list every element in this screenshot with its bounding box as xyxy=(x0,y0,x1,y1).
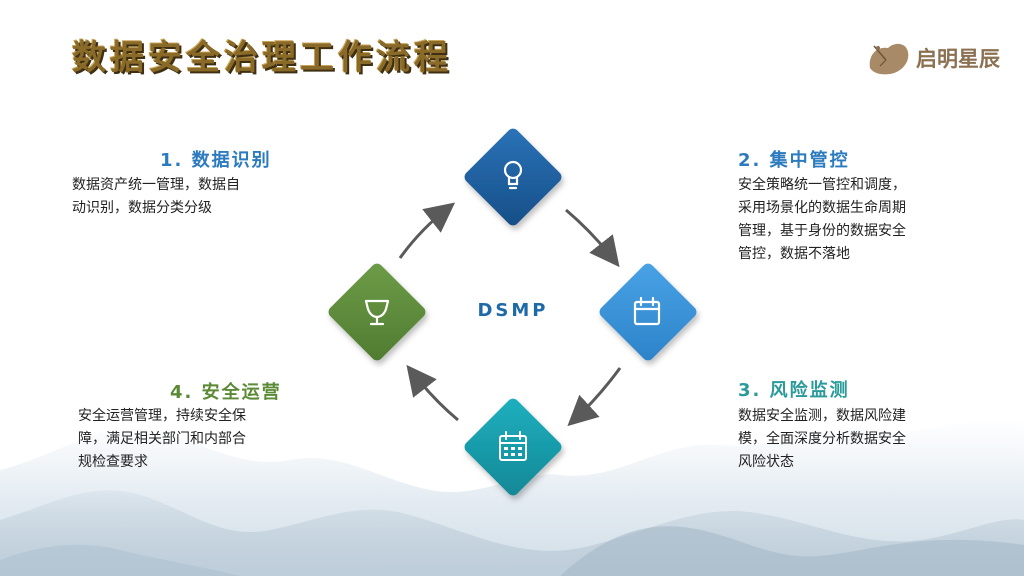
step-1-heading: 1. 数据识别 xyxy=(160,150,272,171)
step-2-description: 安全策略统一管控和调度， 采用场景化的数据生命周期 管理，基于身份的数据安全 管… xyxy=(738,177,906,262)
trophy-icon xyxy=(364,299,390,326)
step-4-node xyxy=(328,263,426,361)
step-1-description: 数据资产统一管理，数据自 动识别，数据分类分级 xyxy=(72,177,240,216)
arrow-2-to-3 xyxy=(567,367,622,427)
step-4-description: 安全运营管理，持续安全保 障，满足相关部门和内部合 规检查要求 xyxy=(78,408,246,470)
arrow-4-to-1 xyxy=(398,202,456,259)
brand-name: 启明星辰 xyxy=(916,47,1000,71)
page-title: 数据安全治理工作流程 xyxy=(72,38,452,78)
step-2-heading: 2. 集中管控 xyxy=(738,150,850,171)
calendar-grid-icon xyxy=(499,431,527,461)
center-label: DSMP xyxy=(477,300,549,321)
arrow-3-to-4 xyxy=(406,364,459,422)
step-3-description: 数据安全监测，数据风险建 模，全面深度分析数据安全 风险状态 xyxy=(738,408,906,470)
brand-logo: 启明星辰 xyxy=(866,38,1000,78)
arrow-1-to-2 xyxy=(565,208,620,268)
step-4-heading: 4. 安全运营 xyxy=(170,382,282,403)
lightbulb-icon xyxy=(503,160,523,190)
step-3-heading: 3. 风险监测 xyxy=(738,380,850,401)
step-2-node xyxy=(599,263,697,361)
calendar-icon xyxy=(633,296,661,326)
brand-mark-icon xyxy=(869,43,909,75)
